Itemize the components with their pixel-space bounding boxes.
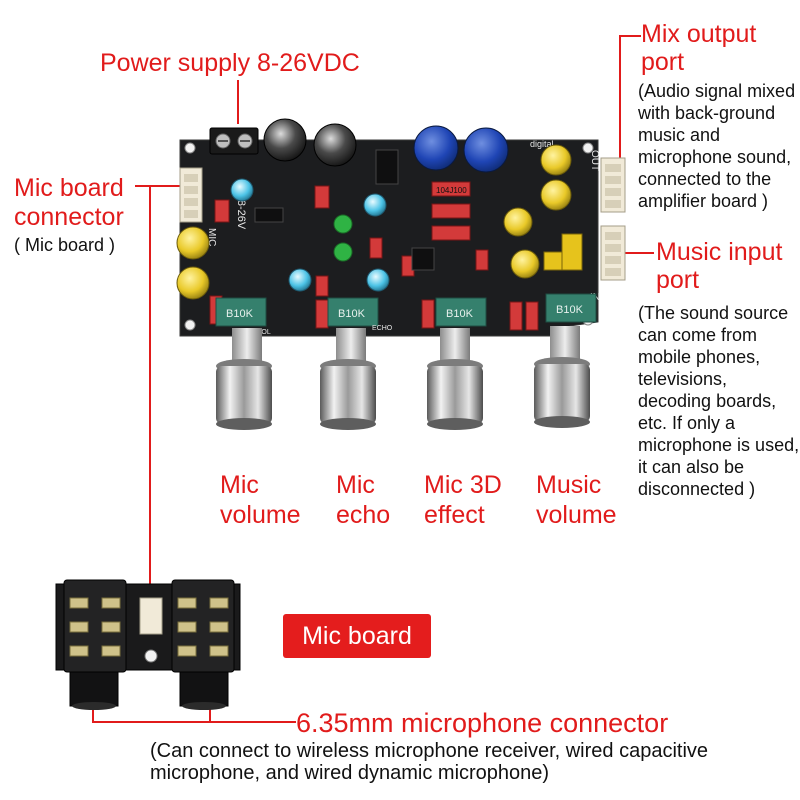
mix-output-leader-line [605,35,641,177]
mic-board-connector-note: ( Mic board ) [14,235,116,255]
knob-label-mic-3d-effect: Mic 3D effect [424,470,502,530]
music-input-jst [600,225,626,281]
pot-value: B10K [446,308,474,320]
knob-music-volume [534,326,590,428]
knob-mic-3d-effect [427,328,483,430]
mix-output-line2: port [641,48,685,76]
knob-label-mic-echo: Mic echo [336,470,390,530]
mic-connector-leader-line [135,185,151,610]
pot-value: B10K [226,308,254,320]
mix-output-label: Mix output port [641,20,756,76]
mount-hole [582,142,594,154]
pot-mic-3d: B10K [435,297,487,327]
mic-board-jst [139,597,163,635]
mix-output-line1: Mix output [641,20,757,48]
silkscreen-mic: MIC [206,228,217,246]
silkscreen-title: digital [530,139,554,149]
pot-value: B10K [556,304,584,316]
knob-label-line1: Mic [336,471,375,499]
main-pcb: DC8-26V MIC OUT IN digital [176,118,626,337]
mount-hole [184,319,196,331]
microphone-connector-note: (Can connect to wireless microphone rece… [150,740,709,784]
knob-label-music-volume: Music volume [536,470,617,530]
pot-music-volume: B10K [545,293,597,323]
knob-label-line1: Music [536,471,602,499]
mic-board [55,579,241,710]
knob-mic-volume [216,328,272,430]
mic-board-connector-line2: connector [14,203,124,231]
knob-label-line2: volume [536,501,617,529]
music-input-note: (The sound source can come from mobile p… [638,303,800,499]
knob-label-line1: Mic 3D [424,471,502,499]
knob-mic-echo [320,328,376,430]
mic-board-jst [179,167,203,223]
music-input-line2: port [656,266,700,294]
knob-label-mic-volume: Mic volume [220,470,301,530]
knob-label-line2: volume [220,501,301,529]
jack-leader-left [92,705,296,723]
music-input-line1: Music input [656,238,783,266]
music-input-label: Music input port [656,238,782,294]
mic-board-connector-label: Mic board connector [14,174,124,232]
pot-value: B10K [338,308,366,320]
knob-label-line1: Mic [220,471,259,499]
silkscreen-out: OUT [589,150,600,171]
mic-board-connector-line1: Mic board [14,174,124,202]
pot-mic-volume: B10K [215,297,267,327]
power-supply-label: Power supply 8-26VDC [100,49,360,77]
silkscreen-echo: ECHO [372,325,393,332]
knob-label-line2: effect [424,501,485,529]
mix-output-note: (Audio signal mixed with back-ground mus… [638,81,796,211]
mic-board-badge: Mic board [283,614,431,658]
microphone-connector-label: 6.35mm microphone connector [296,708,669,738]
mount-hole [184,142,196,154]
resistor-packs: 104J100 [431,181,471,241]
knob-label-line2: echo [336,501,391,529]
mix-output-jst [600,157,626,213]
resistor-code: 104J100 [436,186,467,195]
pot-mic-echo: B10K [327,297,379,327]
